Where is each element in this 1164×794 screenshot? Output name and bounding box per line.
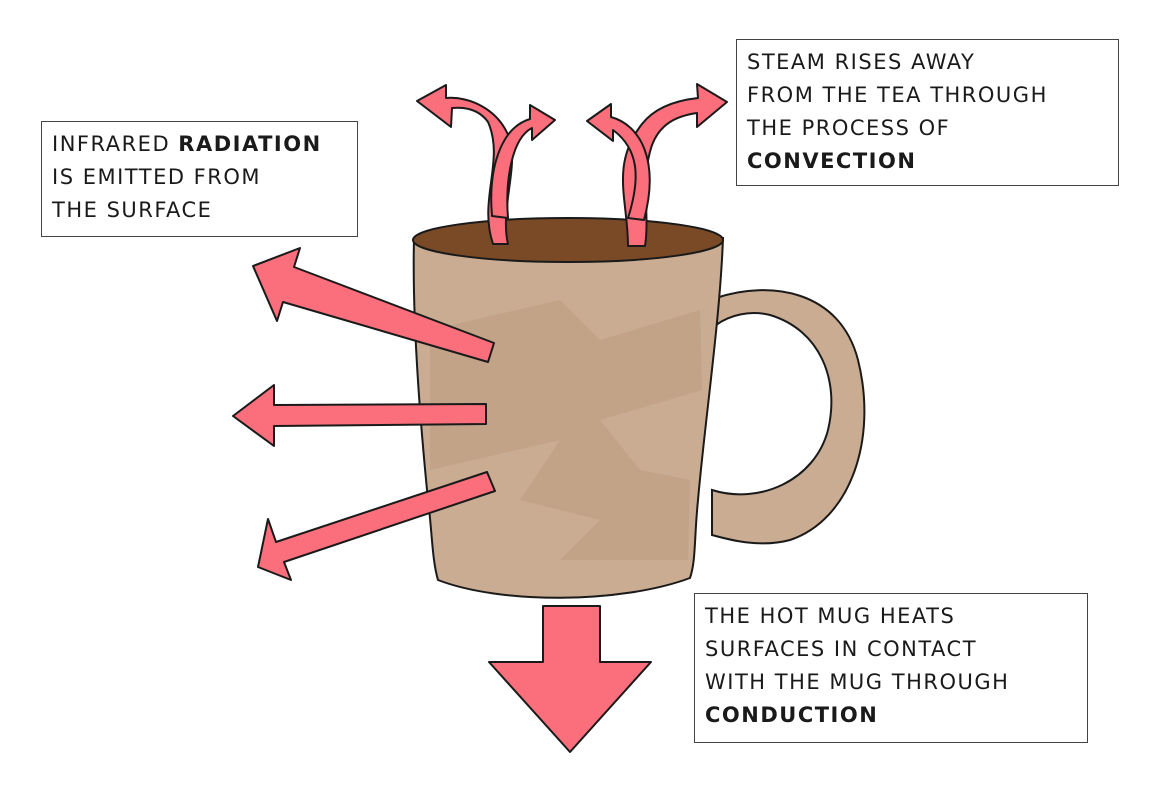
arrow-icon	[232, 384, 487, 447]
conduction-label-box: THE HOT MUG HEATS SURFACES IN CONTACT WI…	[694, 593, 1088, 743]
radiation-line-3: THE SURFACE	[52, 198, 213, 222]
convection-line-3: THE PROCESS OF	[747, 116, 951, 140]
convection-line-2: FROM THE TEA THROUGH	[747, 83, 1048, 107]
radiation-arrows	[232, 247, 496, 581]
curved-arrow-icon	[416, 84, 514, 245]
convection-keyword: CONVECTION	[747, 149, 917, 173]
arrow-down-icon	[488, 605, 652, 753]
tea-surface	[412, 217, 724, 263]
mug-shading	[430, 300, 702, 560]
arrow-icon	[257, 471, 496, 581]
radiation-label-box: INFRARED RADIATION IS EMITTED FROM THE S…	[41, 121, 358, 237]
curved-arrow-icon	[490, 104, 556, 219]
radiation-line-1-prefix: INFRARED	[52, 132, 179, 156]
conduction-keyword: CONDUCTION	[705, 703, 879, 727]
radiation-keyword: RADIATION	[178, 132, 322, 156]
steam-arrows	[416, 83, 728, 247]
arrow-icon	[252, 247, 495, 363]
mug-handle	[711, 289, 866, 545]
conduction-line-3: WITH THE MUG THROUGH	[705, 670, 1010, 694]
curved-arrow-icon	[586, 103, 651, 221]
conduction-line-1: THE HOT MUG HEATS	[705, 604, 956, 628]
convection-label-box: STEAM RISES AWAY FROM THE TEA THROUGH TH…	[736, 39, 1119, 186]
radiation-line-1: INFRARED RADIATION	[52, 128, 347, 161]
conduction-line-2: SURFACES IN CONTACT	[705, 637, 978, 661]
convection-line-1: STEAM RISES AWAY	[747, 50, 976, 74]
radiation-line-2: IS EMITTED FROM	[52, 165, 261, 189]
